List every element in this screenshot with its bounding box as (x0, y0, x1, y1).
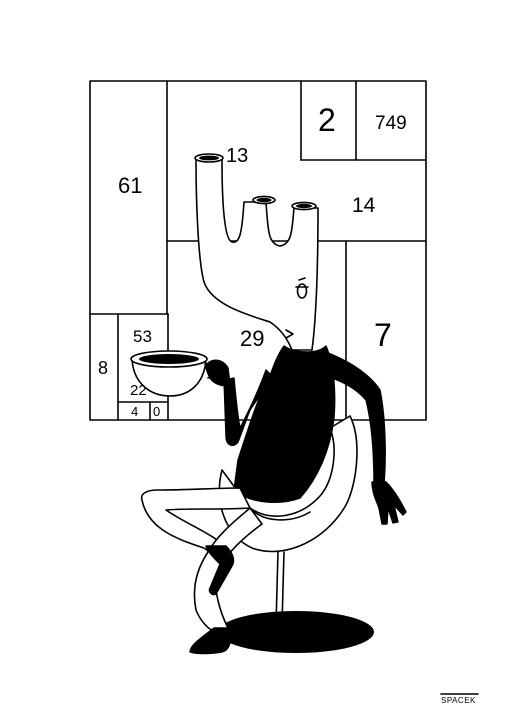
figure (140, 153, 407, 655)
grid-number-61: 61 (118, 173, 142, 198)
coffee-cup (130, 350, 215, 397)
grid-number-53: 53 (133, 327, 152, 346)
grid-number-13: 13 (226, 145, 248, 167)
grid-number-8: 8 (98, 358, 108, 378)
chair-shadow (218, 611, 374, 653)
grid-number-749: 749 (375, 113, 407, 134)
grid-number-14: 14 (352, 194, 376, 217)
artist-signature: SPACEK (441, 696, 476, 705)
grid-number-4: 4 (131, 404, 138, 419)
grid-number-22: 22 (130, 382, 147, 399)
grid-number-0: 0 (153, 404, 160, 419)
grid-number-29: 29 (240, 326, 264, 351)
grid-number-2: 2 (318, 102, 336, 138)
grid-number-7: 7 (374, 317, 392, 353)
